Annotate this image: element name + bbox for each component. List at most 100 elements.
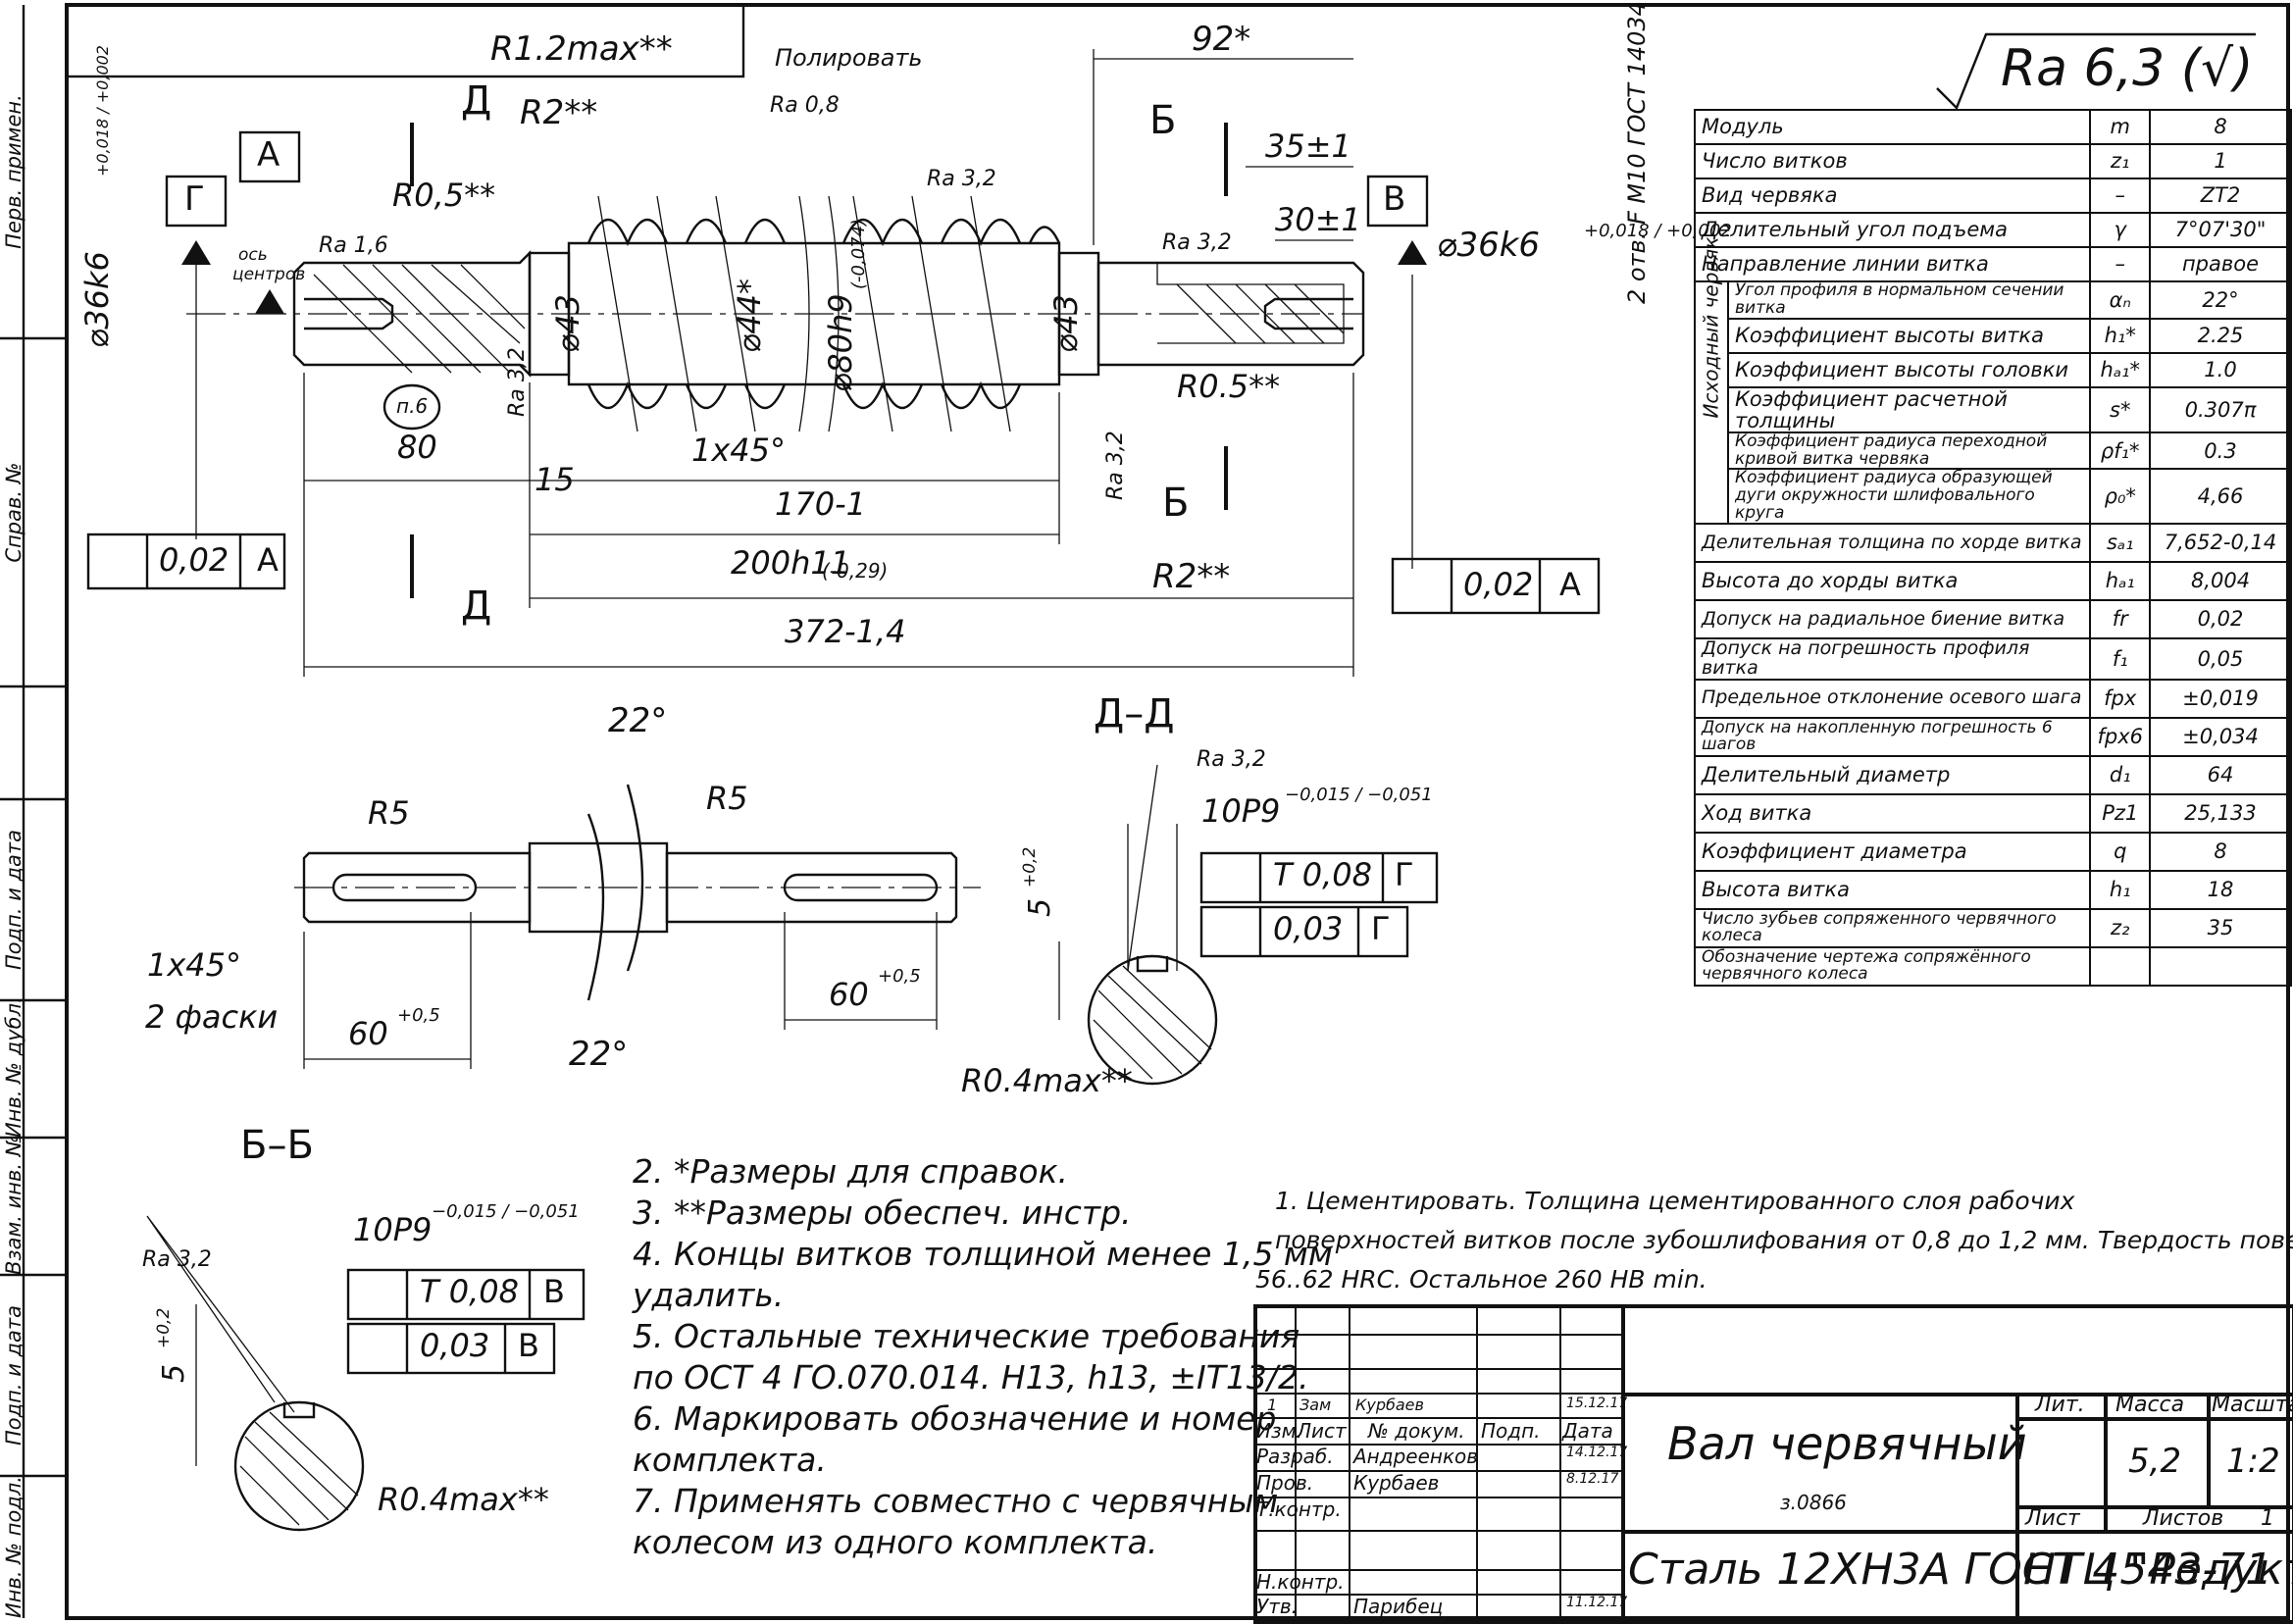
sym-dd: T 0,08 — [1273, 856, 1372, 893]
param-symbol: γ — [2089, 212, 2151, 248]
scale-value: 1:2 — [2226, 1442, 2280, 1481]
param-value: 22° — [2149, 280, 2292, 320]
param-group-label: Исходный червяк — [1694, 236, 1729, 525]
note-line: колесом из одного комплекта. — [633, 1523, 1158, 1561]
rev-date: 15.12.17 — [1566, 1396, 1628, 1411]
dim-60-right: 60 — [829, 976, 869, 1013]
param-label: Направление линии витка — [1693, 246, 2092, 282]
param-value: 0,02 — [2149, 599, 2292, 639]
datum-g: Г — [184, 179, 205, 219]
axis-label-2: центров — [232, 265, 306, 284]
side-stamp-label: Инв. № подл. — [2, 1476, 25, 1618]
angle-22-top: 22° — [608, 701, 668, 740]
grid-line — [1253, 1304, 1255, 1618]
param-symbol: q — [2089, 831, 2151, 872]
param-value: 18 — [2149, 869, 2292, 910]
axis-label-1: ось — [238, 245, 268, 265]
param-label: Ход витка — [1693, 792, 2092, 834]
dim-d80-tol: (-0,074) — [848, 218, 869, 289]
callout-p6: п.6 — [396, 394, 429, 418]
roughness-ra32-dd: Ra 3,2 — [1197, 747, 1266, 772]
scale-header: Масштаб — [2212, 1393, 2293, 1417]
note-line: 2. *Размеры для справок. — [633, 1152, 1069, 1191]
param-value: 7°07'30" — [2149, 212, 2292, 248]
note-top-line: 1. Цементировать. Толщина цементированно… — [1275, 1187, 2075, 1215]
side-stamp-label: Инв. № дубл. — [2, 996, 25, 1138]
note-top-line: 56..62 HRC. Остальное 260 HB min. — [1255, 1265, 1707, 1294]
dim-d43-left: ⌀43 — [549, 294, 586, 353]
param-label: Число зубьев сопряженного червячного кол… — [1693, 907, 2092, 948]
param-label: Высота витка — [1693, 869, 2092, 910]
side-stamp-label: Взам. инв. № — [2, 1135, 25, 1275]
tb-header-cell: Подп. — [1481, 1419, 1541, 1443]
lit-header: Лит. — [2035, 1393, 2085, 1417]
grid-line — [1559, 1304, 1561, 1618]
roughness-ra32-worm: Ra 3,2 — [927, 167, 996, 191]
note-line: 6. Маркировать обозначение и номер — [633, 1399, 1277, 1438]
grid-line — [1349, 1304, 1350, 1618]
param-symbol: h₁ — [2089, 869, 2151, 910]
par-dd: 0,03 — [1273, 910, 1344, 947]
param-symbol: ρ₀* — [2089, 468, 2151, 525]
roughness-ra08: Ra 0,8 — [770, 93, 840, 118]
param-symbol: ρf₁* — [2089, 431, 2151, 471]
radius-r5-left: R5 — [368, 794, 410, 832]
key-dd: 10P9 — [1201, 792, 1281, 830]
dim-d80: ⌀80h9 — [822, 293, 859, 392]
center-hole-note: 2 отв. F M10 ГОСТ 14034-74 — [1623, 0, 1651, 304]
param-row: Число зубьев сопряженного червячного кол… — [1693, 907, 2292, 948]
mass-header: Масса — [2115, 1393, 2185, 1417]
param-value: 0,05 — [2149, 637, 2292, 681]
dim-r1-2: R1.2max** — [490, 29, 673, 69]
note-line: 4. Концы витков толщиной менее 1,5 мм — [633, 1235, 1333, 1273]
side-stamp-label: Справ. № — [2, 462, 25, 563]
param-group-text: Исходный червяк — [1699, 236, 1723, 419]
param-label: Делительный диаметр — [1693, 754, 2092, 795]
angle-22-bottom: 22° — [569, 1035, 629, 1074]
param-label: Делительный угол подъема — [1693, 212, 2092, 248]
key-dd-tol: −0,015 / −0,051 — [1285, 785, 1433, 805]
section-b-top: Б — [1149, 98, 1177, 143]
company: НТЦ "Редуктор" — [2023, 1545, 2293, 1595]
param-value: правое — [2149, 246, 2292, 282]
dim-d36-left: ⌀36k6 — [78, 251, 116, 348]
tb-role: Н.контр. — [1256, 1570, 1345, 1594]
roughness-ra32-journal: Ra 3,2 — [1162, 230, 1232, 255]
grid-line — [1295, 1304, 1297, 1618]
sheet-label: Лист — [2025, 1506, 2080, 1531]
param-symbol — [2089, 945, 2151, 987]
param-label: Обозначение чертежа сопряжённого червячн… — [1693, 945, 2092, 987]
dim-d43-right: ⌀43 — [1047, 294, 1085, 353]
param-value: 0.307π — [2149, 385, 2292, 433]
param-symbol: d₁ — [2089, 754, 2151, 795]
runout-right-value: 0,02 — [1463, 566, 1534, 603]
grid-line — [1253, 1304, 1623, 1306]
section-bb-title: Б–Б — [240, 1123, 314, 1168]
dim-r2-b: R2** — [1152, 557, 1231, 596]
roughness-ra32-collar-right: Ra 3,2 — [1103, 431, 1128, 500]
depth-dd: 5 — [1023, 897, 1057, 917]
dim-r05-a: R0,5** — [392, 177, 496, 214]
grid-line — [1253, 1368, 1623, 1370]
param-label: Коэффициент радиуса переходной кривой ви… — [1726, 431, 2092, 471]
note-line: 7. Применять совместно с червячным — [633, 1482, 1279, 1520]
general-roughness: Ra 6,3 (√) — [2001, 39, 2254, 98]
param-symbol: – — [2089, 246, 2151, 282]
side-stamp-label: Перв. примен. — [2, 94, 25, 249]
chamfer-1x45: 1x45° — [147, 946, 242, 984]
dim-d36-left-tol: +0,018 / +0,002 — [93, 45, 112, 177]
dim-35: 35±1 — [1265, 127, 1351, 165]
depth-dd-tol: +0,2 — [1020, 846, 1040, 888]
